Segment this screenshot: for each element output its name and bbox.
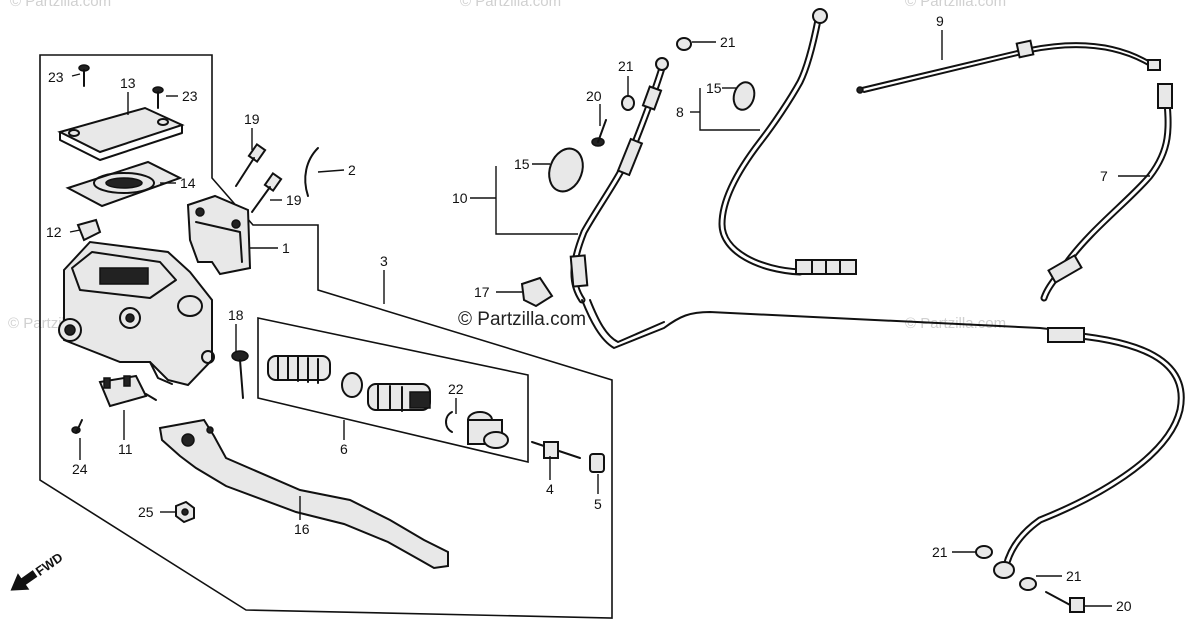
hose-boot-lower	[548, 147, 584, 193]
callout-21-c: 21	[932, 544, 948, 560]
cap-screw-right	[152, 86, 164, 109]
callout-21-d: 21	[1066, 568, 1082, 584]
clutch-hose-lower	[993, 327, 1185, 579]
cap-screw-left	[78, 64, 90, 87]
diaphragm	[65, 160, 183, 208]
callout-19-upper: 19	[244, 111, 260, 127]
callout-10: 10	[452, 190, 468, 206]
callout-23-right: 23	[182, 88, 198, 104]
callout-8: 8	[676, 104, 684, 120]
callout-22: 22	[448, 381, 464, 397]
callout-21-a: 21	[618, 58, 634, 74]
joint-pin	[589, 453, 605, 473]
clutch-hose-middle	[718, 8, 857, 276]
callout-labels: 23 13 23 14 12 1 19 19 2 3 18 11 24 25 1…	[46, 13, 1132, 614]
callout-20-lower: 20	[1116, 598, 1132, 614]
callout-5: 5	[594, 496, 602, 512]
callout-6: 6	[340, 441, 348, 457]
sealing-washer-c	[975, 545, 993, 559]
callout-2: 2	[348, 162, 356, 178]
sealing-washer-d	[1019, 577, 1037, 591]
callout-19-lower: 19	[286, 192, 302, 208]
callout-13: 13	[120, 75, 136, 91]
fwd-label: FWD	[33, 550, 66, 579]
watermark-top-left: © Partzilla.com	[10, 0, 111, 10]
push-rod-joint	[531, 441, 581, 459]
sealing-washer-b	[676, 37, 692, 51]
oil-bolt-lower	[1045, 591, 1085, 613]
callout-20-upper: 20	[586, 88, 602, 104]
sealing-washer-a	[621, 95, 635, 111]
callout-17: 17	[474, 284, 490, 300]
clutch-cable	[856, 39, 1161, 94]
fwd-arrow: FWD	[10, 550, 66, 591]
oil-bolt-upper	[591, 119, 607, 147]
boot	[304, 147, 319, 197]
callout-3: 3	[380, 253, 388, 269]
callout-24: 24	[72, 461, 88, 477]
callout-15-lower: 15	[514, 156, 530, 172]
callout-7: 7	[1100, 168, 1108, 184]
holder-bolt-lower	[251, 172, 283, 213]
clutch-lever	[158, 418, 449, 570]
front-stop-switch	[98, 374, 157, 408]
clutch-pipe-inner	[589, 299, 665, 343]
callout-18: 18	[228, 307, 244, 323]
holder	[186, 194, 252, 276]
pivot-bolt	[231, 350, 249, 399]
piston-kit	[257, 317, 529, 464]
plate-clip	[76, 218, 102, 242]
assembly-frame	[39, 54, 613, 619]
hose-guide-clip	[520, 276, 554, 308]
master-cylinder-body	[58, 240, 215, 387]
switch-screw	[71, 419, 83, 434]
callout-16: 16	[294, 521, 310, 537]
callout-4: 4	[546, 481, 554, 497]
watermark-top-center: © Partzilla.com	[460, 0, 561, 10]
pivot-nut	[175, 500, 195, 524]
watermark-center: © Partzilla.com	[458, 309, 586, 330]
callout-14: 14	[180, 175, 196, 191]
reservoir-cap	[57, 106, 185, 161]
callout-1: 1	[282, 240, 290, 256]
callout-11: 11	[118, 441, 133, 457]
callout-21-b: 21	[720, 34, 736, 50]
callout-12: 12	[46, 224, 62, 240]
watermark-top-right: © Partzilla.com	[905, 0, 1006, 10]
clutch-hose-upper	[569, 57, 669, 304]
callout-25: 25	[138, 504, 154, 520]
callout-23-left: 23	[48, 69, 64, 85]
callout-15-upper: 15	[706, 80, 722, 96]
callout-9: 9	[936, 13, 944, 29]
clutch-hose-right	[1040, 83, 1173, 302]
leader-lines	[69, 30, 1150, 607]
hose-boot-upper	[732, 81, 756, 111]
holder-bolt-upper	[235, 143, 267, 187]
